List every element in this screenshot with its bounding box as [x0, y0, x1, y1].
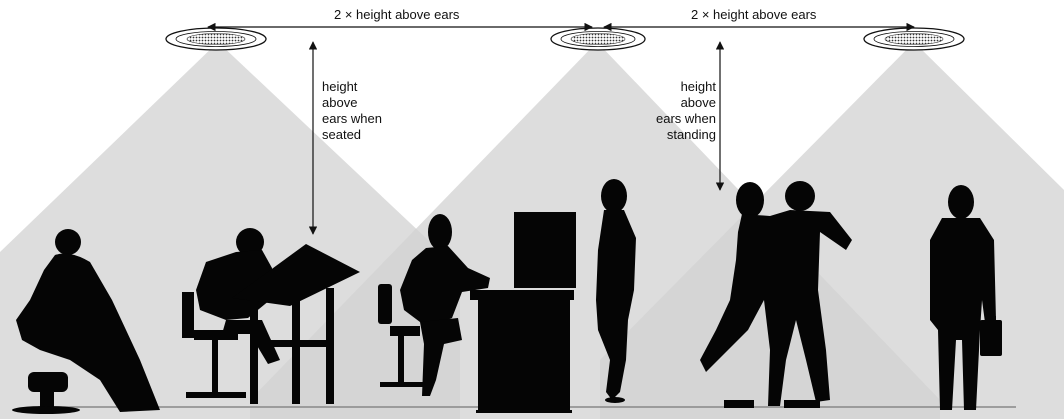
ceiling-speaker-icon [550, 27, 646, 51]
woman-at-desk-silhouette [378, 212, 576, 413]
seated-height-label: height above ears when seated [322, 79, 382, 142]
drafter-silhouette [182, 228, 360, 404]
seated-man-silhouette [12, 229, 160, 414]
man-with-briefcase-silhouette [930, 185, 1002, 410]
ceiling-speaker-icon [863, 27, 965, 51]
spacing-label-right: 2 × height above ears [691, 7, 817, 22]
spacing-label-left: 2 × height above ears [334, 7, 460, 22]
dancing-couple-silhouette [700, 181, 852, 408]
standing-woman-silhouette [596, 179, 636, 403]
people-silhouettes [12, 179, 1002, 414]
ceiling-speaker-icon [165, 27, 267, 51]
standing-height-label: height above ears when standing [656, 79, 716, 142]
